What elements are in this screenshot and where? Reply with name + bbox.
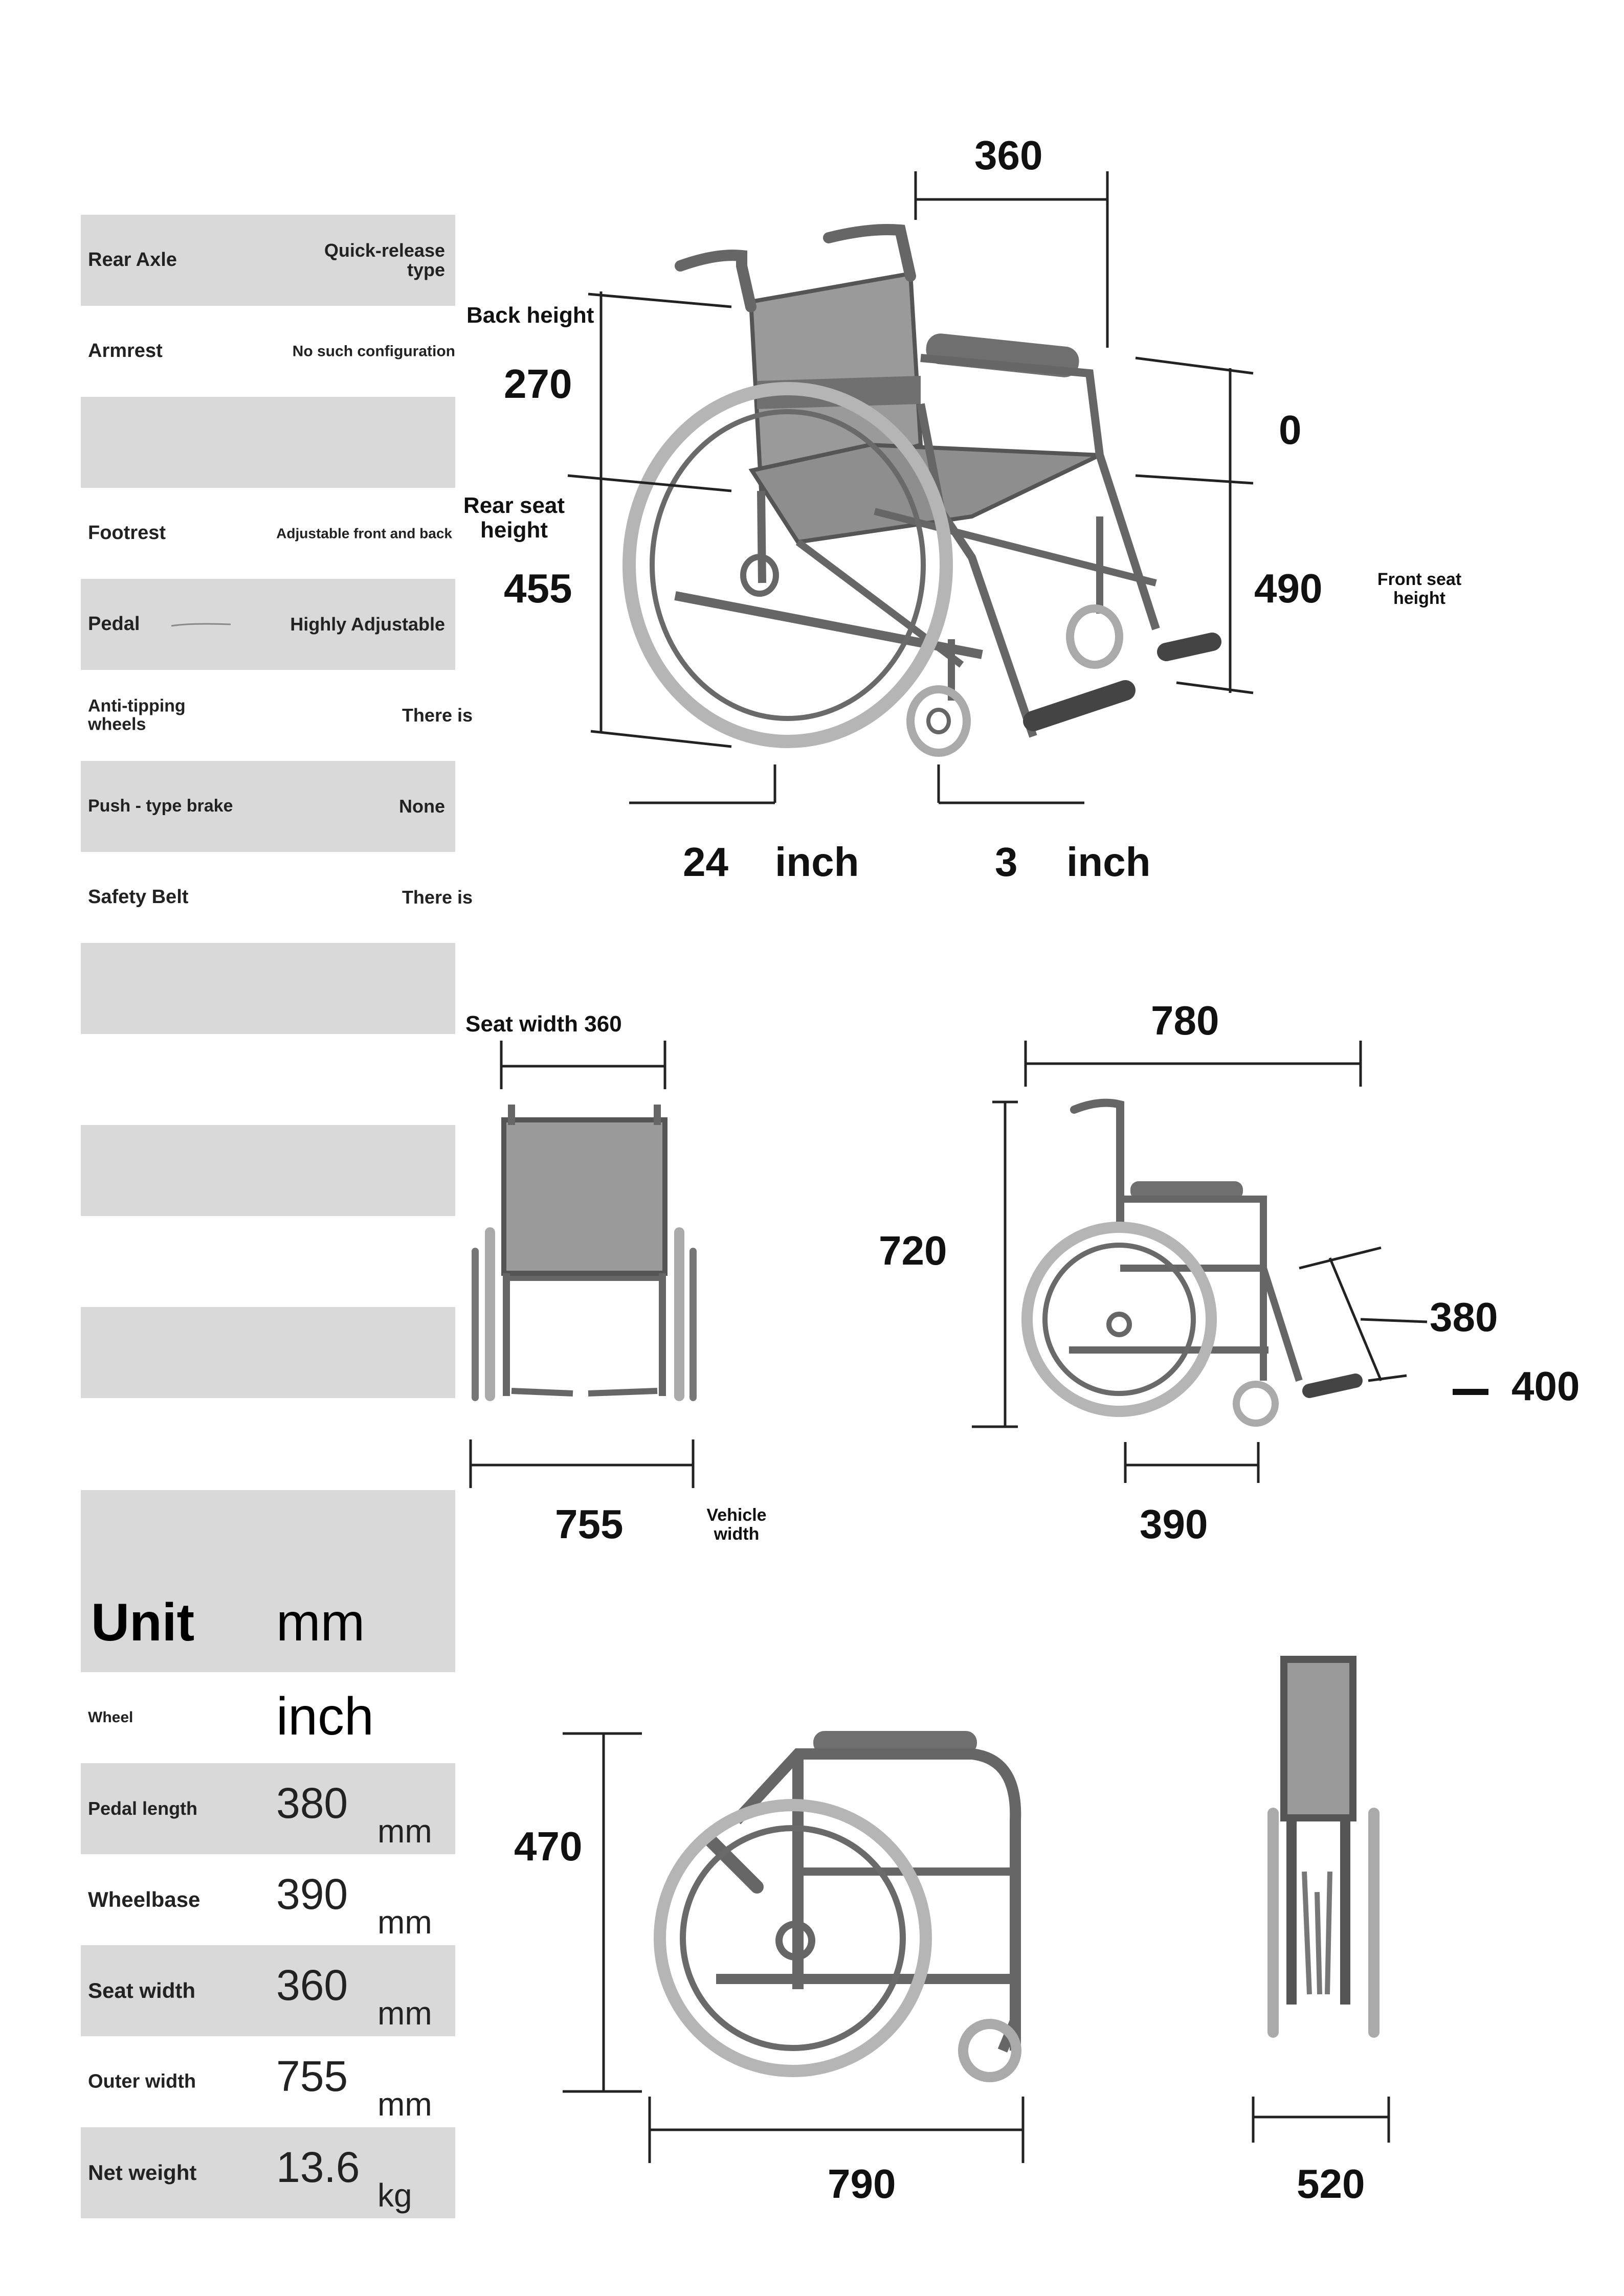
- folded-side-dimension-lines: [563, 1732, 1025, 2163]
- spec-label: Armrest: [88, 340, 163, 362]
- unit-header: Unit mm: [81, 1490, 455, 1672]
- dim-side-length: 780: [1151, 998, 1219, 1043]
- unit-row-seat-width: Seat width 360 mm: [81, 1945, 455, 2036]
- spec-value: There is: [402, 887, 473, 908]
- spec-value: None: [399, 796, 445, 817]
- unit-row-value: 755: [276, 2052, 348, 2100]
- unit-default: mm: [276, 1593, 365, 1652]
- unit-row-unit: kg: [377, 2177, 412, 2214]
- unit-row-unit: mm: [377, 1995, 432, 2032]
- spec-label: Anti-tipping wheels: [88, 696, 186, 734]
- spec-row-armrest: Armrest No such configuration: [81, 306, 455, 397]
- side-view-dimension-lines: [972, 1041, 1428, 1483]
- unit-row-unit: mm: [377, 2086, 432, 2123]
- front-view-dimension-lines: [469, 1041, 695, 1488]
- dim-rear-seat-height: 455: [504, 566, 572, 611]
- main-dimension-lines: [567, 171, 1254, 804]
- spec-row-pedal: Pedal Highly Adjustable: [81, 579, 455, 670]
- side-view-drawing: [1021, 1098, 1363, 1427]
- spec-row-push-brake: Push - type brake None: [81, 761, 455, 852]
- folded-front-drawing: [1267, 1656, 1380, 2038]
- unit-row-value: 390: [276, 1870, 348, 1918]
- dim-front-seat-height: 490: [1254, 566, 1323, 611]
- unit-row-value: inch: [276, 1687, 374, 1746]
- spec-row-footrest: Footrest Adjustable front and back: [81, 488, 455, 579]
- spec-value: Quick-release type: [324, 240, 445, 280]
- spec-label: Safety Belt: [88, 886, 189, 908]
- dim-front-wheel: 3: [995, 839, 1018, 885]
- dim-top-width: 360: [974, 132, 1043, 178]
- unit-row-label: Seat width: [88, 1978, 196, 2002]
- unit-row-label: Wheelbase: [88, 1887, 201, 1911]
- dim-folded-width: 520: [1297, 2161, 1365, 2207]
- spec-row-rear-axle: Rear Axle Quick-release type: [81, 215, 455, 306]
- unit-row-value: 380: [276, 1779, 348, 1827]
- spec-row-empty: [81, 943, 455, 1034]
- unit-row-value: 360: [276, 1961, 348, 2009]
- spec-row-blank: [81, 397, 455, 488]
- spec-value: No such configuration: [292, 343, 455, 360]
- dim-pedal-range-a: 380: [1430, 1294, 1498, 1340]
- unit-row-outer-width: Outer width 755 mm: [81, 2036, 455, 2127]
- dim-folded-height: 470: [514, 1824, 583, 1869]
- unit-row-label: Pedal length: [88, 1798, 198, 1819]
- spec-label: Push - type brake: [88, 796, 233, 816]
- dim-back-height-label: Back height: [466, 303, 594, 328]
- unit-row-value: 13.6: [276, 2143, 360, 2191]
- front-view-drawing: [472, 1105, 697, 1401]
- spec-value: Adjustable front and back: [276, 525, 452, 542]
- dim-folded-length: 790: [828, 2161, 896, 2207]
- unit-row-pedal-length: Pedal length 380 mm: [81, 1763, 455, 1854]
- dim-side-height: 720: [879, 1228, 947, 1273]
- dim-rear-seat-height-label: Rear seat height: [463, 493, 565, 543]
- dim-rear-wheel-unit: inch: [775, 839, 859, 885]
- unit-row-unit: mm: [377, 1813, 432, 1850]
- spec-row-empty: [81, 1125, 455, 1216]
- spec-row-empty: [81, 1307, 455, 1398]
- unit-row-wheelbase: Wheelbase 390 mm: [81, 1854, 455, 1945]
- folded-front-dimension-lines: [1252, 2097, 1390, 2143]
- dim-front-wheel-unit: inch: [1066, 839, 1151, 885]
- unit-row-unit: mm: [377, 1904, 432, 1941]
- dim-side-wheelbase: 390: [1140, 1501, 1208, 1547]
- unit-row-wheel: Wheel inch: [81, 1672, 455, 1763]
- unit-title: Unit: [91, 1593, 195, 1652]
- pedal-mark-icon: [171, 623, 231, 627]
- spec-label: Footrest: [88, 522, 166, 544]
- spec-label: Rear Axle: [88, 249, 177, 271]
- spec-row-anti-tipping: Anti-tipping wheels There is: [81, 670, 473, 761]
- dim-back-height: 270: [504, 361, 572, 407]
- spec-label: Pedal: [88, 613, 140, 635]
- unit-row-label: Wheel: [88, 1709, 134, 1726]
- spec-value: Highly Adjustable: [290, 614, 445, 635]
- unit-row-net-weight: Net weight 13.6 kg: [81, 2127, 455, 2218]
- unit-row-label: Net weight: [88, 2160, 197, 2185]
- folded-side-drawing: [654, 1731, 1021, 2082]
- dim-pedal-range-b: 400: [1511, 1363, 1580, 1409]
- unit-row-label: Outer width: [88, 2070, 196, 2092]
- main-wheelchair-drawing: [622, 224, 1221, 757]
- spec-row-safety-belt: Safety Belt There is: [81, 852, 473, 943]
- dim-armrest-height: 0: [1279, 407, 1302, 453]
- dim-vehicle-width: 755: [555, 1501, 624, 1547]
- dim-vehicle-width-label: Vehicle width: [706, 1505, 767, 1544]
- spec-value: There is: [402, 705, 473, 726]
- range-dash: [1453, 1389, 1488, 1395]
- dim-seat-width-label: Seat width 360: [465, 1011, 622, 1037]
- dim-rear-wheel: 24: [683, 839, 728, 885]
- dim-front-seat-height-label: Front seat height: [1377, 570, 1462, 609]
